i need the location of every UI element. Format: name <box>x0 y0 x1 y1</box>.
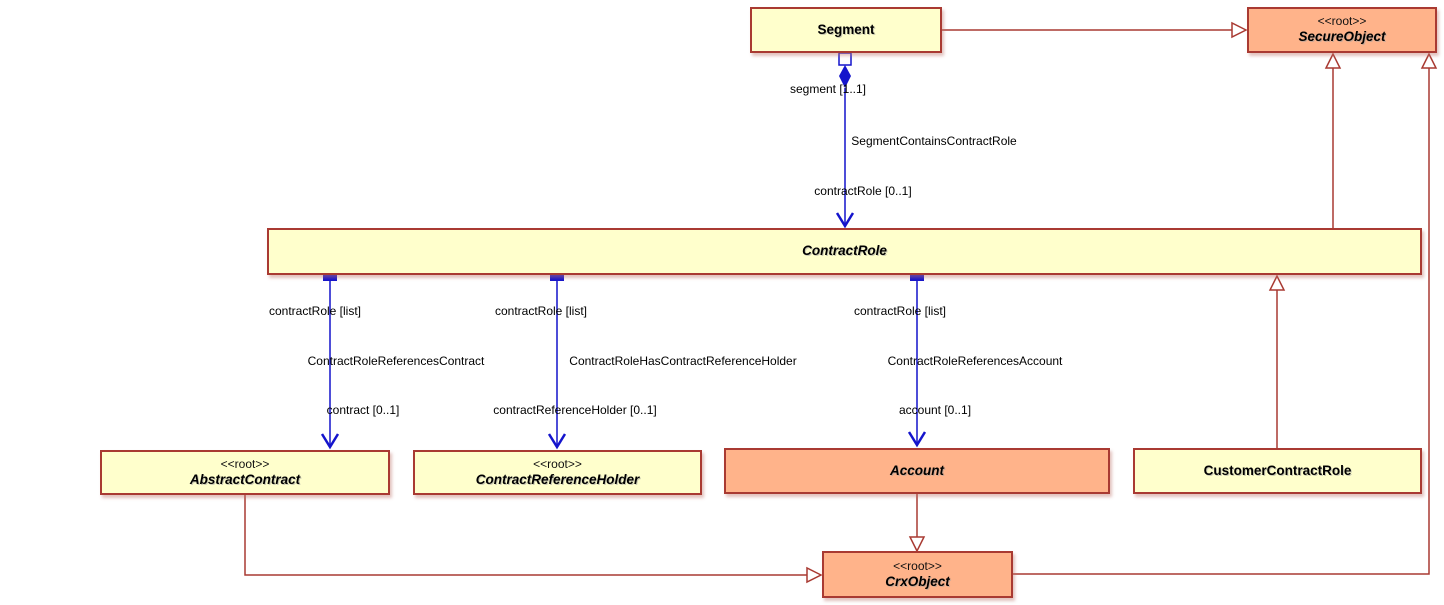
generalization-crxobject-to-secureobject[interactable] <box>1013 52 1438 575</box>
association-name-label: ContractRoleReferencesAccount <box>887 354 1063 368</box>
association-name-label: SegmentContainsContractRole <box>851 134 1017 148</box>
class-account[interactable]: Account <box>724 448 1110 494</box>
class-segment[interactable]: Segment <box>750 7 942 53</box>
generalization-contractrole-to-secureobject[interactable] <box>1324 52 1342 228</box>
class-name: ContractReferenceHolder <box>475 471 640 487</box>
class-stereotype: <<root>> <box>533 456 582 471</box>
class-contractreferenceholder[interactable]: <<root>> ContractReferenceHolder <box>413 450 702 495</box>
arrowhead <box>907 431 927 448</box>
association-name-label: ContractRoleReferencesContract <box>307 354 485 368</box>
arrowhead <box>547 433 567 450</box>
association-name-label: ContractRoleHasContractReferenceHolder <box>569 354 797 368</box>
generalization-segment-to-secureobject[interactable] <box>942 21 1248 39</box>
source-role-label: contractRole [list] <box>268 304 362 318</box>
source-role-label: segment [1..1] <box>789 82 867 96</box>
composition-anchor-square <box>838 52 852 66</box>
association-contractrolereferencesaccount[interactable] <box>907 275 927 448</box>
class-stereotype: <<root>> <box>1317 14 1367 29</box>
class-name: ContractRole <box>802 243 887 259</box>
target-role-label: contractRole [0..1] <box>814 184 912 198</box>
association-end-marker <box>910 275 924 281</box>
generalization-customercontractrole-to-contractrole[interactable] <box>1268 274 1286 448</box>
class-name: SecureObject <box>1298 29 1386 45</box>
class-name: CrxObject <box>885 573 950 589</box>
class-stereotype: <<root>> <box>220 456 270 471</box>
arrowhead <box>835 212 855 229</box>
source-role-label: contractRole [list] <box>853 304 947 318</box>
association-end-marker <box>550 275 564 281</box>
class-customercontractrole[interactable]: CustomerContractRole <box>1133 448 1422 494</box>
target-role-label: contractReferenceHolder [0..1] <box>493 403 657 417</box>
target-role-label: contract [0..1] <box>326 403 400 417</box>
class-name: CustomerContractRole <box>1203 462 1352 478</box>
association-contractrolehascontractreferenceholder[interactable] <box>547 275 567 450</box>
class-secureobject[interactable]: <<root>> SecureObject <box>1247 7 1437 53</box>
target-role-label: account [0..1] <box>898 403 972 417</box>
class-crxobject[interactable]: <<root>> CrxObject <box>822 551 1013 598</box>
class-name: AbstractContract <box>189 471 301 487</box>
class-abstractcontract[interactable]: <<root>> AbstractContract <box>100 450 390 495</box>
class-name: Account <box>890 462 944 478</box>
generalization-account-to-crxobject[interactable] <box>908 494 926 553</box>
association-contractrolereferencescontract[interactable] <box>320 275 340 450</box>
generalization-abstractcontract-to-crxobject[interactable] <box>244 495 823 584</box>
class-contractrole[interactable]: ContractRole <box>267 228 1422 275</box>
composition-diamond <box>839 65 851 88</box>
class-stereotype: <<root>> <box>893 558 942 573</box>
association-end-marker <box>323 275 337 281</box>
association-segmentcontainscontractrole[interactable] <box>835 52 855 229</box>
source-role-label: contractRole [list] <box>494 304 588 318</box>
arrowhead <box>320 433 340 450</box>
class-name: Segment <box>817 21 875 37</box>
